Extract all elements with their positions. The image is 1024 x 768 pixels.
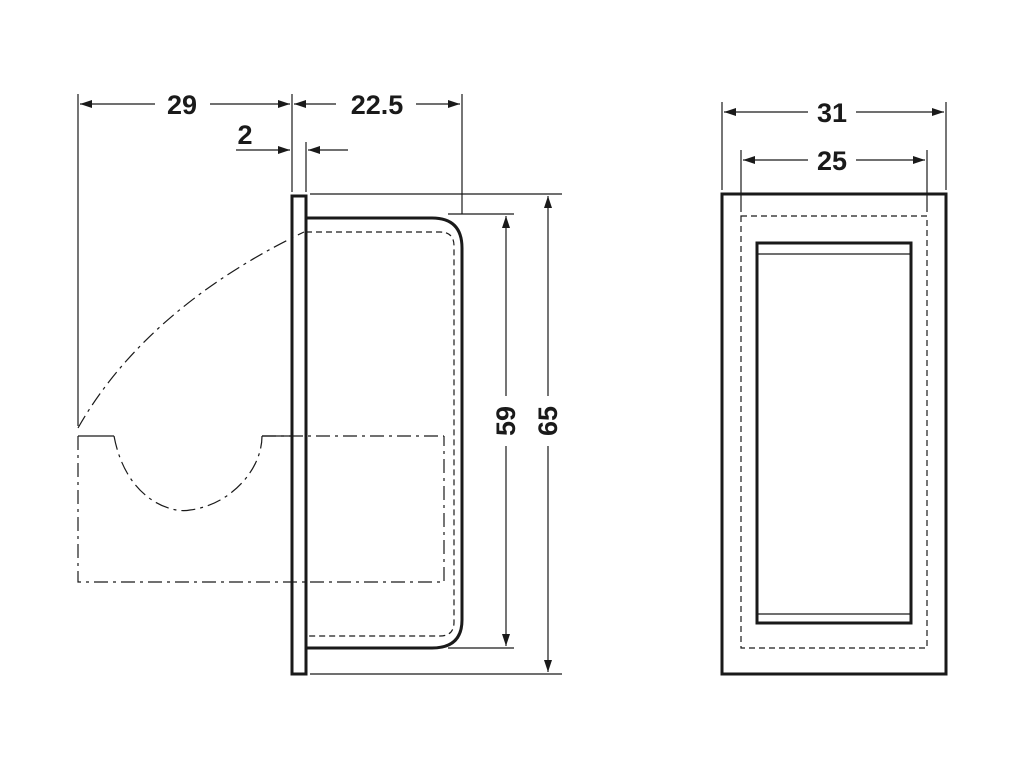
dim-22-5: 22.5 [294,90,460,120]
side-cup-body [306,216,464,650]
dim-22-5-label: 22.5 [351,90,404,120]
dim-65-label: 65 [533,406,563,436]
dim-25: 25 [743,146,925,176]
dim-31-label: 31 [817,98,847,128]
dim-25-label: 25 [817,146,847,176]
side-cup-hidden-inner [306,231,455,637]
side-recess-outline [77,436,445,583]
front-view: 31 25 [720,98,948,676]
front-outer-frame [720,192,948,676]
dim-31: 31 [724,98,944,128]
dim-29-label: 29 [167,90,197,120]
side-swing-arc [77,231,305,429]
side-finger-groove [113,435,263,512]
dim-65: 65 [533,196,563,672]
dim-2-label: 2 [237,120,252,150]
front-hidden-inner [740,215,928,649]
dim-29: 29 [80,90,290,120]
dim-59: 59 [491,216,521,646]
side-view: 29 22.5 2 59 65 [77,90,563,676]
dim-59-label: 59 [491,406,521,436]
dim-2: 2 [236,120,348,154]
front-opening [755,241,913,625]
side-flange [290,194,308,676]
